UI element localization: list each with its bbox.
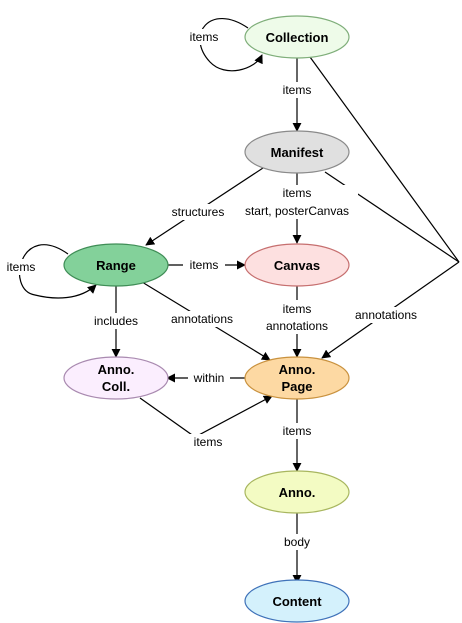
node-content: Content bbox=[244, 579, 350, 623]
range-label: Range bbox=[96, 258, 136, 273]
edge-range-self-items bbox=[19, 244, 97, 299]
label-annocoll-items: items bbox=[194, 435, 223, 449]
canvas-label: Canvas bbox=[274, 258, 320, 273]
label-collection-self-items: items bbox=[190, 30, 219, 44]
manifest-label: Manifest bbox=[271, 145, 324, 160]
edge-collection-self-items bbox=[199, 17, 263, 72]
label-collection-manifest-items: items bbox=[283, 83, 312, 97]
anno-page-ellipse bbox=[244, 356, 350, 400]
range-ellipse bbox=[63, 243, 169, 287]
label-manifest-structures: structures bbox=[172, 205, 225, 219]
anno-label: Anno. bbox=[279, 485, 316, 500]
manifest-ellipse bbox=[244, 130, 350, 174]
node-manifest: Manifest bbox=[244, 130, 350, 174]
label-junction-annotations: annotations bbox=[355, 308, 417, 322]
edge-label-group: items items structures items start, post… bbox=[1, 29, 424, 550]
collection-ellipse bbox=[244, 15, 350, 59]
anno-page-label-line1: Anno. bbox=[279, 362, 316, 377]
edge-collection-junction bbox=[309, 56, 460, 263]
anno-coll-ellipse bbox=[63, 356, 169, 400]
node-canvas: Canvas bbox=[244, 243, 350, 287]
label-range-self-items: items bbox=[7, 260, 36, 274]
label-manifest-canvas-items: items bbox=[283, 186, 312, 200]
label-manifest-canvas-start: start, posterCanvas bbox=[245, 204, 349, 218]
label-range-includes: includes bbox=[94, 314, 138, 328]
edge-annocoll-annopage bbox=[139, 395, 273, 438]
collection-label: Collection bbox=[266, 30, 329, 45]
anno-page-label-line2: Page bbox=[281, 379, 312, 394]
label-canvas-annopage-annotations: annotations bbox=[266, 319, 328, 333]
anno-ellipse bbox=[244, 470, 350, 514]
node-collection: Collection bbox=[244, 15, 350, 59]
node-range: Range bbox=[63, 243, 169, 287]
node-anno: Anno. bbox=[244, 470, 350, 514]
label-range-canvas-items: items bbox=[190, 258, 219, 272]
anno-coll-label-line2: Coll. bbox=[102, 379, 130, 394]
label-canvas-annopage-items: items bbox=[283, 302, 312, 316]
content-ellipse bbox=[244, 579, 350, 623]
node-anno-coll: Anno. Coll. bbox=[63, 356, 169, 400]
content-label: Content bbox=[272, 594, 322, 609]
anno-coll-label-line1: Anno. bbox=[98, 362, 135, 377]
label-annopage-anno-items: items bbox=[283, 424, 312, 438]
label-annopage-within: within bbox=[193, 371, 225, 385]
label-range-annotations: annotations bbox=[171, 312, 233, 326]
label-anno-body: body bbox=[284, 535, 310, 549]
node-anno-page: Anno. Page bbox=[244, 356, 350, 400]
canvas-ellipse bbox=[244, 243, 350, 287]
